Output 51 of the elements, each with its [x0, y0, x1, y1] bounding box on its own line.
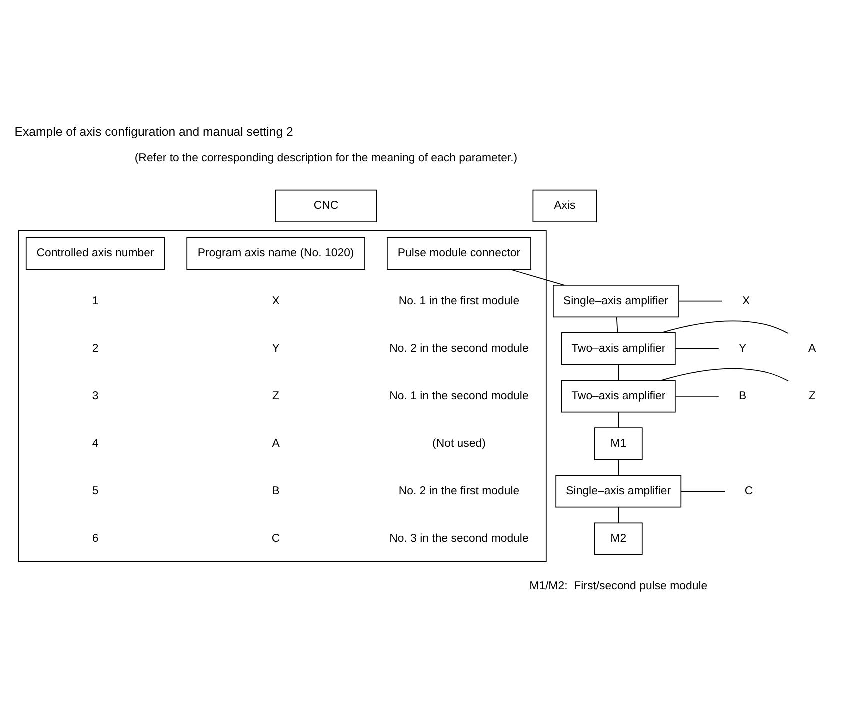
label: No. 2 in the second module [390, 342, 529, 355]
node-text: C [744, 486, 754, 498]
label: 6 [92, 533, 99, 546]
connector [678, 300, 723, 302]
connector [661, 368, 789, 382]
label: No. 1 in the second module [390, 390, 529, 402]
label: No. 3 in the second module [390, 533, 529, 546]
connector [618, 412, 620, 428]
label: Z [272, 390, 280, 402]
connector [680, 491, 726, 492]
node-box: Single–axis amplifier [556, 475, 682, 508]
label: 2 [92, 342, 99, 355]
node-box: Two–axis amplifier [561, 380, 676, 413]
label: No. 1 in the first module [398, 295, 520, 308]
label: 1 [92, 295, 99, 308]
node-box: Pulse module connector [387, 237, 532, 270]
label: B [272, 486, 280, 498]
label: Y [272, 342, 280, 355]
node-box: Program axis name (No. 1020) [186, 237, 366, 270]
connector [618, 364, 620, 381]
node-text: X [742, 295, 750, 308]
label: C [272, 533, 280, 546]
node-box: Axis [532, 190, 598, 222]
node-box: M1 [594, 428, 643, 460]
diagram-title: Example of axis configuration and manual setting 2 [14, 124, 294, 139]
node-box: CNC [275, 190, 378, 222]
connector [618, 459, 620, 476]
node-text: A [808, 342, 816, 355]
label: (Refer to the corresponding description for the meaning of each parameter.) [134, 152, 518, 165]
cluster [18, 230, 547, 562]
label: 3 [92, 390, 99, 402]
label: M1/M2: First/second pulse module [530, 580, 708, 593]
connector [675, 348, 720, 350]
node-box: Single–axis amplifier [553, 285, 679, 318]
connector [616, 316, 618, 334]
connector [618, 506, 620, 524]
label: No. 2 in the first module [398, 486, 520, 498]
node-box: M2 [594, 522, 643, 556]
node-box: Controlled axis number [26, 237, 166, 270]
node-text: B [738, 390, 747, 402]
label: A [272, 438, 280, 450]
connector [675, 396, 720, 397]
connector [510, 269, 565, 286]
node-text: Y [738, 342, 747, 355]
node-box: Two–axis amplifier [561, 332, 676, 366]
label: 4 [92, 438, 99, 450]
label: X [272, 295, 280, 308]
label: 5 [92, 486, 99, 498]
label: (Not used) [432, 438, 486, 450]
connector [661, 320, 789, 334]
node-text: Z [808, 390, 816, 402]
